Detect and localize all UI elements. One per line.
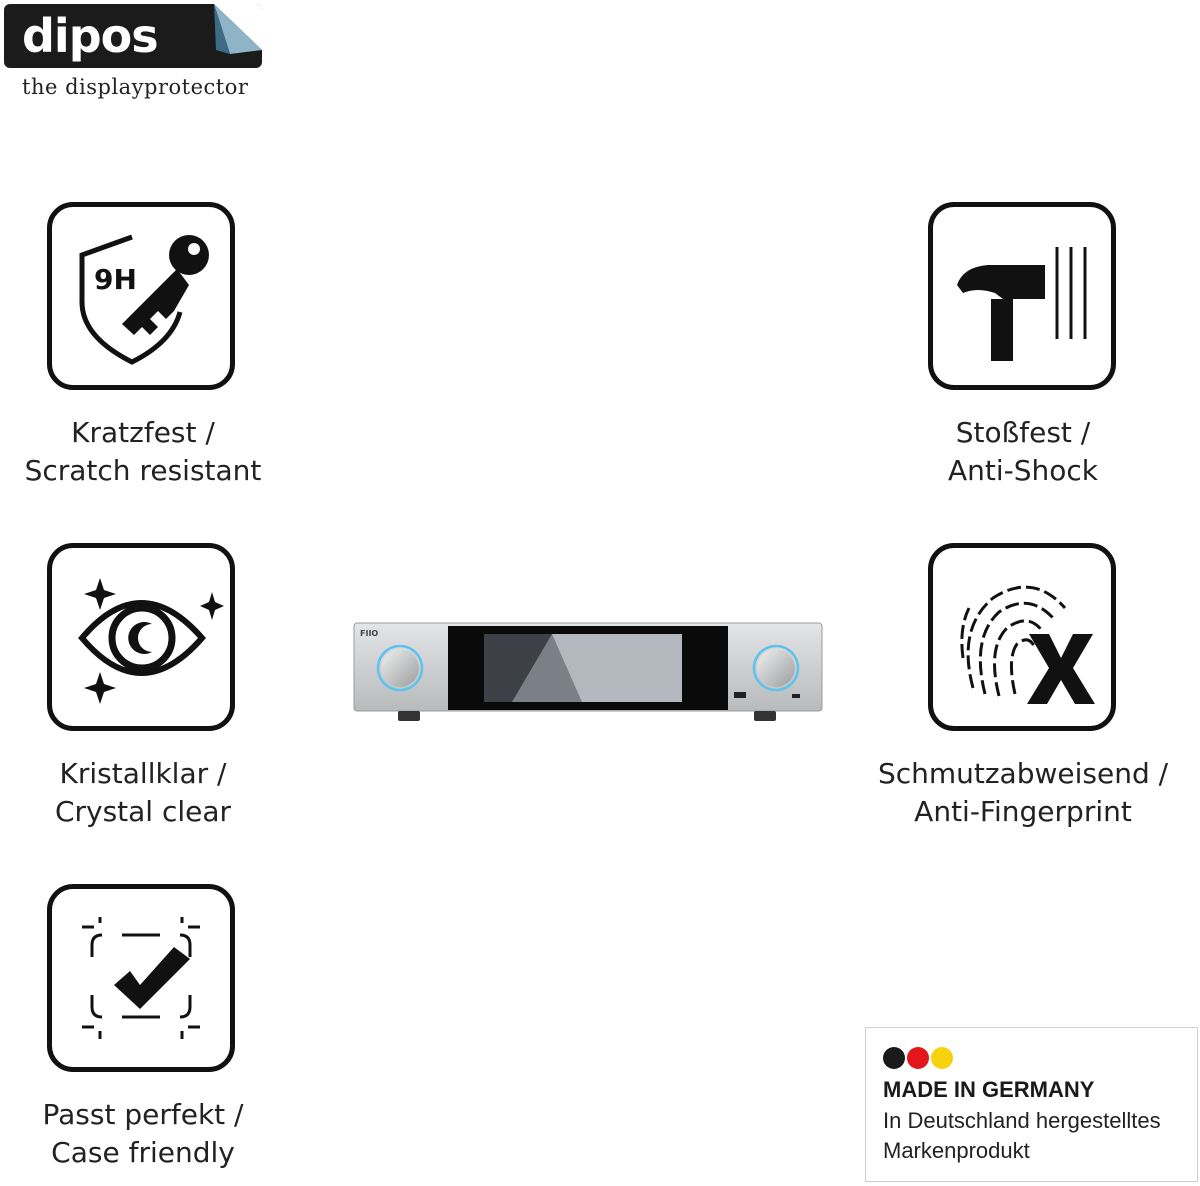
made-in-germany-badge: MADE IN GERMANY In Deutschland hergestel…	[865, 1027, 1198, 1182]
device-brand-label: FIIO	[360, 629, 378, 638]
case-friendly-caption: Passt perfekt / Case friendly	[0, 1096, 293, 1172]
anti-shock-icon-box	[928, 202, 1116, 390]
caption-line-1: Stoßfest /	[955, 416, 1091, 449]
made-in-germany-title: MADE IN GERMANY	[883, 1077, 1095, 1102]
caption-line-1: Schmutzabweisend /	[877, 757, 1169, 790]
fingerprint-x-icon	[960, 585, 1095, 704]
german-flag-dots	[883, 1047, 955, 1073]
brand-logo: dipos	[4, 4, 262, 68]
caption-line-2: Anti-Shock	[947, 454, 1099, 487]
made-in-germany-line-1: In Deutschland hergestelltes	[883, 1108, 1161, 1133]
flag-dot-black	[883, 1047, 905, 1069]
caption-line-1: Kratzfest /	[71, 416, 215, 449]
flag-dot-red	[907, 1047, 929, 1069]
flag-dot-gold	[931, 1047, 953, 1069]
eye-sparkle-icon	[78, 578, 224, 704]
caption-line-2: Scratch resistant	[24, 454, 262, 487]
logo-peel-corner-icon	[214, 4, 262, 54]
caption-line-1: Passt perfekt /	[42, 1098, 244, 1131]
scratch-resistant-caption: Kratzfest / Scratch resistant	[0, 414, 293, 490]
brand-tagline: the displayprotector	[22, 75, 249, 99]
anti-fingerprint-icon-box	[928, 543, 1116, 731]
case-friendly-icon-box	[47, 884, 235, 1072]
anti-shock-caption: Stoßfest / Anti-Shock	[873, 414, 1173, 490]
product-device-image: FIIO	[353, 622, 823, 721]
made-in-germany-line-2: Markenprodukt	[883, 1138, 1030, 1163]
caption-line-1: Kristallklar /	[59, 757, 227, 790]
scratch-resistant-icon-box: 9H	[47, 202, 235, 390]
hammer-icon	[957, 247, 1087, 361]
caption-line-2: Anti-Fingerprint	[914, 795, 1132, 828]
caption-line-2: Case friendly	[51, 1136, 235, 1169]
caption-line-2: Crystal clear	[54, 795, 232, 828]
crystal-clear-caption: Kristallklar / Crystal clear	[0, 755, 293, 831]
checkmark-frame-icon	[82, 917, 200, 1039]
crystal-clear-icon-box	[47, 543, 235, 731]
logo-text: dipos	[22, 9, 159, 63]
hardness-label: 9H	[94, 263, 137, 296]
anti-fingerprint-caption: Schmutzabweisend / Anti-Fingerprint	[873, 755, 1173, 831]
scratch-shield-key-icon: 9H	[79, 234, 209, 365]
